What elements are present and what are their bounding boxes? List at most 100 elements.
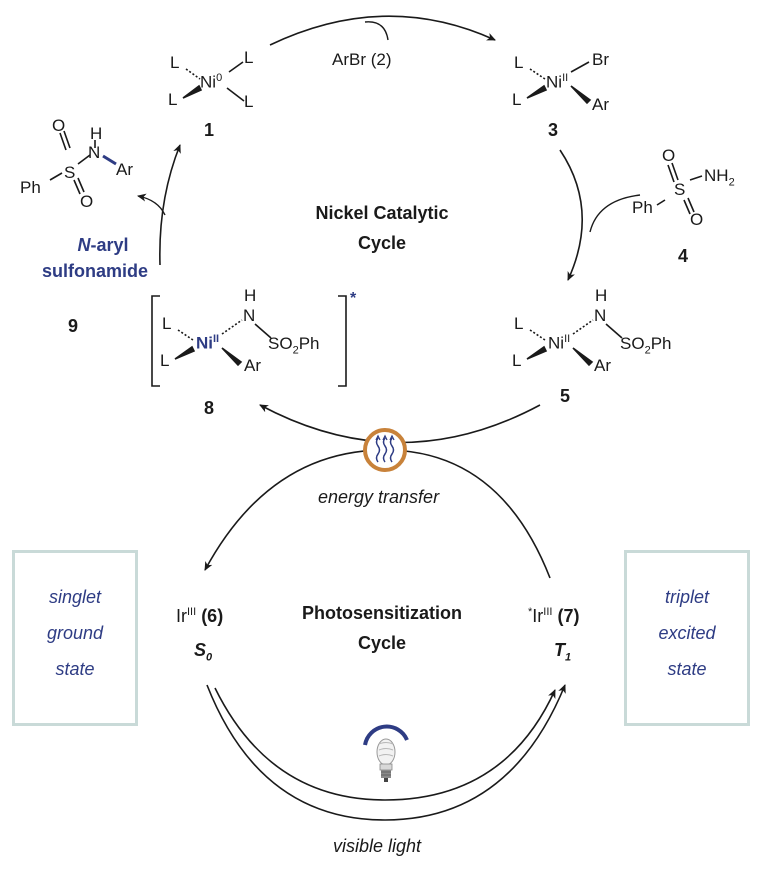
photo-cycle-line2: Cycle xyxy=(357,633,407,653)
phenyl-label: Ph xyxy=(20,178,41,197)
oxidation-state: III xyxy=(543,606,553,618)
singlet-box-line: state xyxy=(55,659,95,679)
oxygen-label: O xyxy=(52,116,66,135)
oxygen-label: O xyxy=(690,210,704,229)
ir-ground-number: (6) xyxy=(201,606,224,626)
ir-excited-label: *IrIII (7) xyxy=(528,606,579,627)
ligand-label: L xyxy=(512,90,522,109)
hydrogen-label: H xyxy=(90,124,103,143)
complex-5-metal: NiII xyxy=(548,333,570,354)
complex-1-metal: Ni0 xyxy=(200,72,222,93)
excited-star: * xyxy=(528,606,533,618)
oxidation-state: II xyxy=(213,333,220,345)
complex-1-bonds xyxy=(182,61,245,102)
singlet-box-line: ground xyxy=(46,623,104,643)
arrow-8-to-1 xyxy=(159,144,181,266)
ligand-label: L xyxy=(160,351,170,370)
singlet-state-box: singlet ground state xyxy=(12,550,138,726)
photo-cycle-title: Photosensitization Cycle xyxy=(282,598,482,658)
complex-3-number: 3 xyxy=(548,120,559,140)
arrow-4-in xyxy=(589,194,641,233)
amine-label: NH2 xyxy=(704,166,735,188)
metal-symbol: Ni xyxy=(548,333,565,353)
arrow-1-to-3 xyxy=(269,15,496,46)
ligand-label: L xyxy=(168,90,178,109)
complex-8-number: 8 xyxy=(204,398,215,418)
sulfonyl-ph: Ph xyxy=(298,334,320,353)
state-subscript: 0 xyxy=(206,651,213,664)
sulfonyl-subscript: 2 xyxy=(292,344,299,357)
state-symbol: T xyxy=(554,640,565,660)
state-symbol: S xyxy=(194,640,207,660)
amine-subscript: 2 xyxy=(728,176,735,189)
arrow-arbr-in xyxy=(364,21,389,41)
metal-symbol: Ni xyxy=(196,333,213,353)
sulfonamide-4-bonds xyxy=(656,162,703,215)
metal-symbol: Ni xyxy=(546,72,563,92)
metal-symbol: Ir xyxy=(176,606,187,626)
ligand-label: L xyxy=(162,314,172,333)
aryl-label: Ar xyxy=(594,356,611,375)
light-bulb-icon xyxy=(363,724,409,782)
sulfur-label: S xyxy=(64,163,76,182)
nitrogen-label: N xyxy=(88,143,101,162)
nickel-cycle-line1: Nickel Catalytic xyxy=(315,203,449,223)
sulfonyl-label: SO2Ph xyxy=(268,334,319,356)
aryl-label: Ar xyxy=(592,95,609,114)
ligand-label: L xyxy=(170,53,180,72)
complex-5-bonds xyxy=(526,319,623,367)
product-name-line2: sulfonamide xyxy=(42,261,149,281)
photo-cycle-line1: Photosensitization xyxy=(301,603,462,623)
oxygen-label: O xyxy=(662,146,676,165)
complex-3-bonds xyxy=(526,61,592,105)
arrow-6-to-7-outer xyxy=(206,684,566,821)
aryl-label: Ar xyxy=(116,160,133,179)
product-name: N-aryl sulfonamide xyxy=(42,232,148,284)
product-9-bonds xyxy=(49,130,117,195)
ligand-label: L xyxy=(512,351,522,370)
sulfur-label: S xyxy=(674,180,686,199)
arrow-3-to-5 xyxy=(559,149,583,281)
energy-transfer-label: energy transfer xyxy=(318,487,440,507)
hydrogen-label: H xyxy=(244,286,257,305)
product-number: 9 xyxy=(68,316,79,336)
triplet-box-line: state xyxy=(667,659,707,679)
singlet-box-line: singlet xyxy=(48,587,102,607)
triplet-box-line: triplet xyxy=(664,587,709,607)
bromide-label: Br xyxy=(592,50,609,69)
aryl-label: Ar xyxy=(244,356,261,375)
product-name-italic: N xyxy=(77,235,91,255)
ir-excited-number: (7) xyxy=(557,606,580,626)
sulfonyl-so: SO xyxy=(268,334,293,353)
arrow-6-to-7-inner xyxy=(214,687,556,801)
nickel-cycle-title: Nickel Catalytic Cycle xyxy=(282,198,482,258)
sulfonyl-label: SO2Ph xyxy=(620,334,671,356)
complex-8-brackets xyxy=(151,295,347,387)
oxidation-state: II xyxy=(562,72,569,84)
ligand-label: L xyxy=(514,314,524,333)
sulfonyl-so: SO xyxy=(620,334,645,353)
complex-1-number: 1 xyxy=(204,120,215,140)
complex-8-bonds xyxy=(174,319,272,367)
complex-8-metal: NiII xyxy=(196,333,219,354)
state-subscript: 1 xyxy=(565,651,572,664)
nickel-cycle-line2: Cycle xyxy=(357,233,407,253)
ligand-label: L xyxy=(514,53,524,72)
sulfonyl-subscript: 2 xyxy=(644,344,651,357)
ligand-label: L xyxy=(244,48,254,67)
complex-5-number: 5 xyxy=(560,386,571,406)
sulfonyl-ph: Ph xyxy=(650,334,672,353)
nitrogen-label: N xyxy=(243,306,256,325)
visible-light-label: visible light xyxy=(333,836,422,856)
state-s0: S0 xyxy=(194,640,212,664)
arrow-product-out xyxy=(137,193,166,216)
complex-3-metal: NiII xyxy=(546,72,568,93)
oxidation-state: II xyxy=(564,333,571,345)
triplet-state-box: triplet excited state xyxy=(624,550,750,726)
excited-star: * xyxy=(350,290,357,307)
oxidation-state: 0 xyxy=(216,72,223,84)
amine-nh: NH xyxy=(704,166,729,185)
reagent-arbr: ArBr (2) xyxy=(332,50,392,69)
